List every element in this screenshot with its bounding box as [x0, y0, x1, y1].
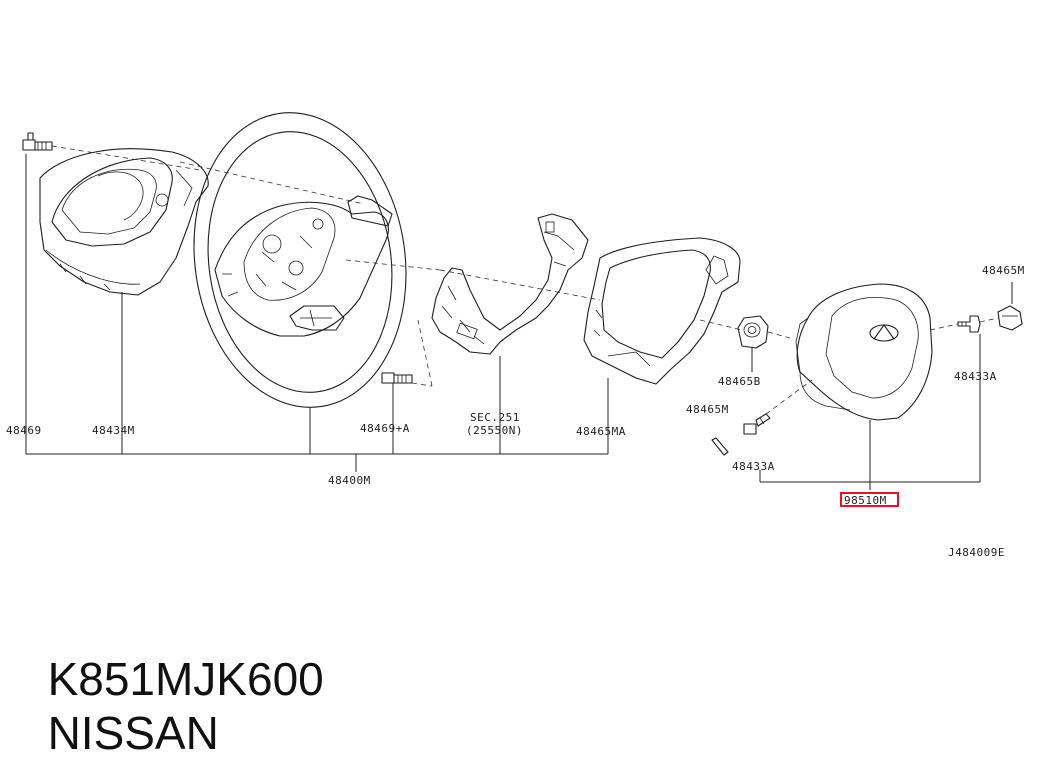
bolt-icon — [22, 132, 53, 151]
label-48400M: 48400M — [328, 474, 371, 487]
label-48469A: 48469+A — [360, 422, 410, 435]
nut-icon — [737, 315, 769, 349]
leader-lines — [25, 154, 1013, 490]
assembly-lines — [51, 145, 999, 415]
switch-bracket-part — [431, 213, 589, 355]
infiniti-logo-icon — [869, 324, 899, 342]
label-98510M: 98510M — [844, 494, 887, 507]
parts-diagram: 48469 48434M 48469+A SEC.251 (25550N) 48… — [6, 112, 1025, 559]
label-48465M-left: 48465M — [686, 403, 729, 416]
brand-name: NISSAN — [47, 707, 219, 759]
screw-icon — [957, 315, 981, 333]
label-48469: 48469 — [6, 424, 42, 437]
pin-icon — [711, 437, 729, 456]
label-48433A-right: 48433A — [954, 370, 997, 383]
airbag-module-part — [795, 283, 933, 421]
label-48465MA: 48465MA — [576, 425, 626, 438]
diagram-code: J484009E — [948, 546, 1005, 559]
footer: K851MJK600 NISSAN — [22, 598, 1022, 759]
finisher-part — [583, 237, 741, 385]
label-sec-251: SEC.251 — [470, 411, 520, 424]
label-48434M: 48434M — [92, 424, 135, 437]
part-labels: 48469 48434M 48469+A SEC.251 (25550N) 48… — [6, 264, 1025, 559]
label-48465M-right: 48465M — [982, 264, 1025, 277]
steering-wheel-part — [193, 112, 407, 408]
bolt-icon — [381, 372, 413, 384]
part-number: K851MJK600 — [47, 653, 324, 705]
label-25550N: (25550N) — [466, 424, 523, 437]
label-48465B: 48465B — [718, 375, 761, 388]
highlight-box — [840, 492, 899, 507]
cap-icon — [997, 305, 1023, 331]
screw-icon — [743, 413, 771, 435]
label-48433A-left: 48433A — [732, 460, 775, 473]
column-cover-part — [39, 148, 209, 296]
